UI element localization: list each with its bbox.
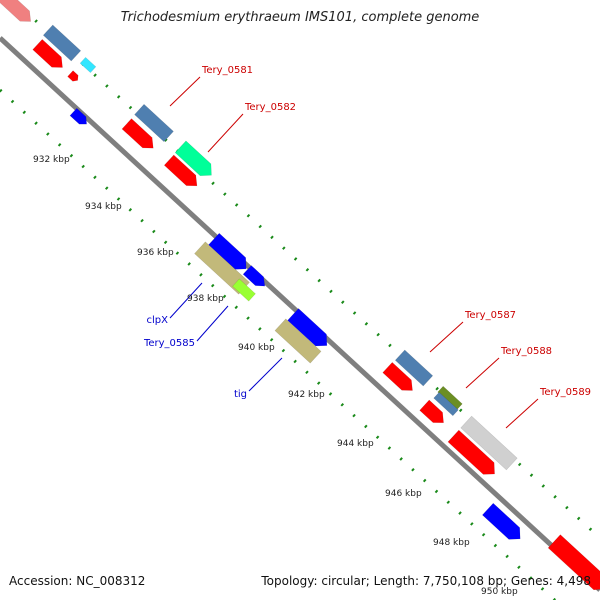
feature-fwd-20 (419, 399, 444, 424)
feature-fwd-9 (163, 154, 198, 187)
tick-label: 938 kbp (187, 294, 224, 304)
gene-label: clpX (147, 315, 169, 326)
leader-line (505, 398, 539, 429)
feature-rev-23 (482, 502, 521, 540)
feature-pink-0 (0, 0, 31, 22)
tick-label: 936 kbp (137, 248, 174, 258)
accession-text: Accession: NC_008312 (9, 574, 146, 588)
gene-label: Tery_0582 (244, 102, 296, 113)
feature-trna-16 (394, 349, 434, 387)
gene-label: Tery_0588 (500, 346, 552, 357)
gene-label: tig (234, 389, 247, 400)
feature-fwd-2 (32, 38, 63, 68)
leader-line (169, 282, 203, 319)
feature-trna-6 (134, 103, 174, 143)
feature-other-21 (460, 415, 518, 471)
feature-fwd-17 (382, 361, 413, 391)
gene-label-layer: Tery_0581Tery_0582Tery_0587Tery_0588Tery… (143, 65, 591, 400)
tick-label: 942 kbp (288, 390, 325, 400)
feature-misc-11 (194, 241, 250, 295)
inner-dot-track (0, 88, 557, 600)
feature-trna-1 (42, 24, 82, 62)
feature-rep-13 (232, 278, 256, 302)
feature-fwd-7 (121, 118, 154, 149)
feature-rev-5 (69, 107, 87, 125)
leader-line (207, 113, 244, 153)
tick-label: 950 kbp (481, 587, 518, 597)
feature-rev-12 (242, 265, 266, 287)
leader-line (248, 357, 283, 392)
leader-line (465, 357, 500, 389)
tick-label: 944 kbp (337, 439, 374, 449)
gene-label: Tery_0587 (464, 310, 516, 321)
tick-label-layer: 932 kbp 934 kbp 936 kbp 938 kbp 940 kbp 942 k… (33, 155, 518, 597)
tick-label: 934 kbp (85, 202, 122, 212)
tick-label: 948 kbp (433, 538, 470, 548)
tick-label: 940 kbp (238, 343, 275, 353)
tick-label: 932 kbp (33, 155, 70, 165)
feature-misc-15 (274, 318, 322, 364)
label-leader-lines (169, 76, 539, 429)
tick-label: 946 kbp (385, 489, 422, 499)
topology-text: Topology: circular; Length: 7,750,108 bp… (261, 574, 591, 588)
feature-trna-19 (433, 391, 459, 417)
leader-line (169, 76, 201, 107)
gene-label: Tery_0581 (201, 65, 253, 76)
leader-line (196, 305, 229, 342)
feature-rrna-8 (174, 140, 212, 176)
gene-label: Tery_0585 (143, 338, 195, 349)
leader-line (429, 321, 464, 353)
map-title: Trichodesmium erythraeum IMS101, complet… (120, 10, 480, 25)
feature-rev-10 (208, 232, 247, 270)
gene-label: Tery_0589 (539, 387, 591, 398)
feature-rev-14 (287, 308, 328, 347)
feature-fwd-22 (447, 429, 495, 475)
feature-cyan-3 (79, 56, 97, 74)
feature-fwd-4 (67, 70, 79, 82)
